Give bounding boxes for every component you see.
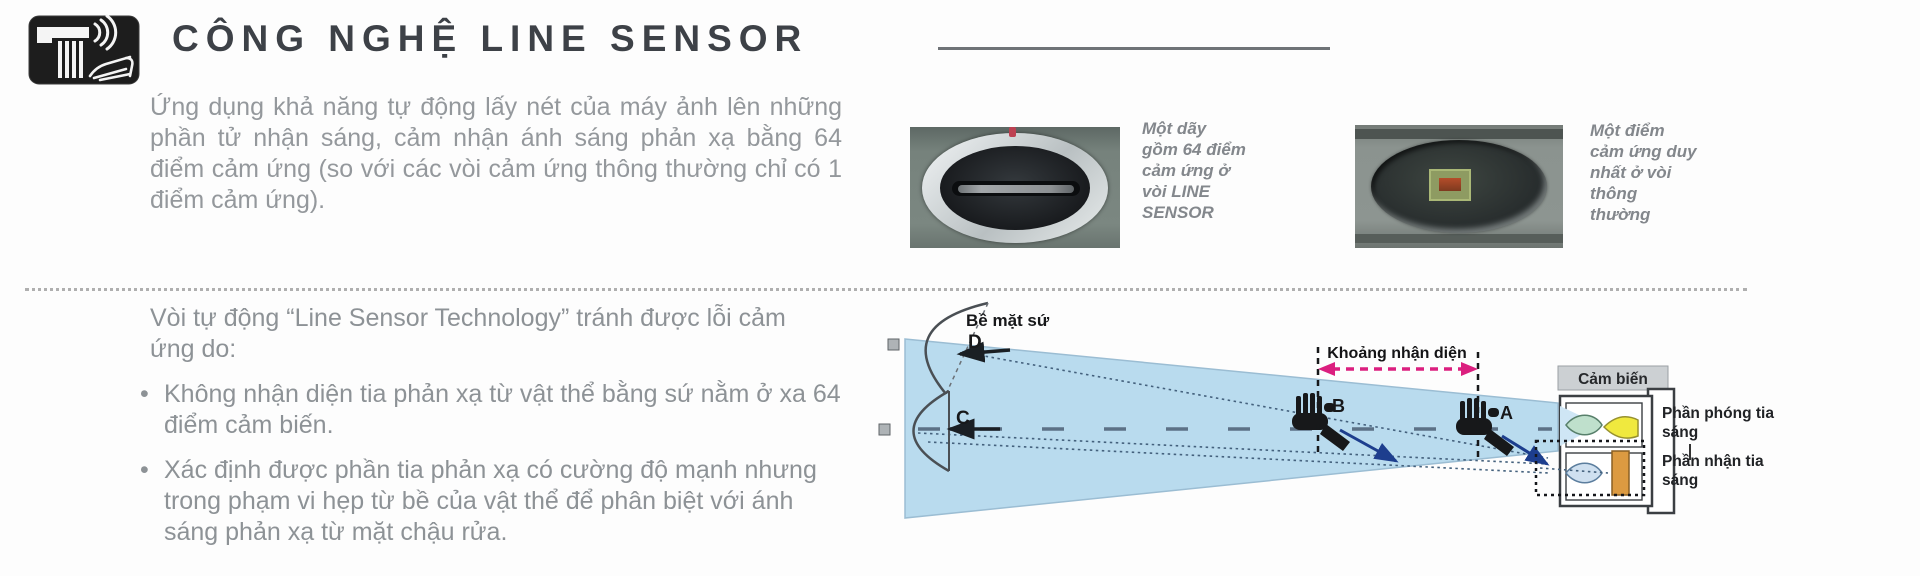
detection-diagram: Bề mặt sứ D C B A Khoảng nhận diện Cảm b… — [878, 301, 1774, 519]
reflected-ray-lines — [917, 351, 1549, 474]
sensor-chip-shape — [1429, 169, 1471, 201]
receiver-focus-box — [1534, 439, 1646, 497]
detection-range-label: Khoảng nhận diện — [1327, 345, 1467, 362]
reflection-arrow-b — [1339, 428, 1399, 463]
intro-paragraph: Ứng dụng khả năng tự động lấy nét của má… — [150, 93, 842, 214]
bullet-text: Xác định được phần tia phản xạ có cường … — [164, 456, 817, 546]
reflection-arrow-a — [1501, 434, 1550, 466]
point-d-label: D — [968, 332, 982, 353]
hand-outline-shape — [88, 55, 134, 82]
emitter-led-shape — [1602, 416, 1639, 439]
bullet-icon: • — [140, 380, 149, 408]
bezel-bottom-shape — [1355, 234, 1563, 243]
sensor-waves-shape — [93, 14, 118, 51]
technology-bullets: • Không nhận diện tia phản xạ từ vật thể… — [140, 379, 854, 562]
hand-a-icon — [1456, 398, 1514, 456]
receiver-element-shape — [1611, 450, 1630, 496]
single-sensor-caption: Một điểm cảm ứng duy nhất ở vòi thông th… — [1590, 121, 1697, 224]
sensor-label: Cảm biến — [1578, 371, 1648, 388]
sensor-chip-core-shape — [1439, 178, 1461, 191]
receiver-label: Phần nhận tia sáng — [1662, 453, 1764, 489]
bullet-text: Không nhận diện tia phản xạ từ vật thể b… — [164, 380, 841, 439]
point-a-label: A — [1500, 403, 1513, 423]
title-rule — [938, 47, 1330, 50]
point-b-label: B — [1332, 396, 1345, 416]
technology-heading: Vòi tự động “Line Sensor Technology” trá… — [150, 304, 786, 363]
water-stream-shape — [58, 41, 83, 78]
arrow-to-d — [956, 341, 1011, 363]
ceramic-surface-label: Bề mặt sứ — [966, 311, 1050, 330]
sensor-assembly — [1534, 365, 1691, 515]
point-c-label: C — [956, 408, 970, 429]
bezel-top-shape — [1355, 129, 1563, 139]
list-item: • Không nhận diện tia phản xạ từ vật thể… — [140, 379, 854, 441]
red-indicator-mark — [1009, 127, 1016, 137]
sensor-faucet-icon — [28, 14, 140, 85]
line-sensor-photo — [910, 127, 1120, 248]
bullet-icon: • — [140, 456, 149, 484]
line-sensor-bar-shape — [958, 185, 1074, 193]
faucet-spout-shape — [37, 27, 89, 38]
section-divider — [25, 288, 1747, 291]
page-title: CÔNG NGHỆ LINE SENSOR — [172, 18, 809, 59]
single-sensor-photo — [1355, 125, 1563, 248]
emitter-label: Phần phóng tia sáng — [1662, 405, 1774, 441]
line-sensor-caption: Một dãy gồm 64 điểm cảm ứng ở vòi LINE S… — [1142, 119, 1246, 222]
detection-range-arrow — [1318, 362, 1478, 376]
emitter-lens-shape — [1565, 414, 1603, 436]
list-item: • Xác định được phần tia phản xạ có cườn… — [140, 455, 854, 548]
